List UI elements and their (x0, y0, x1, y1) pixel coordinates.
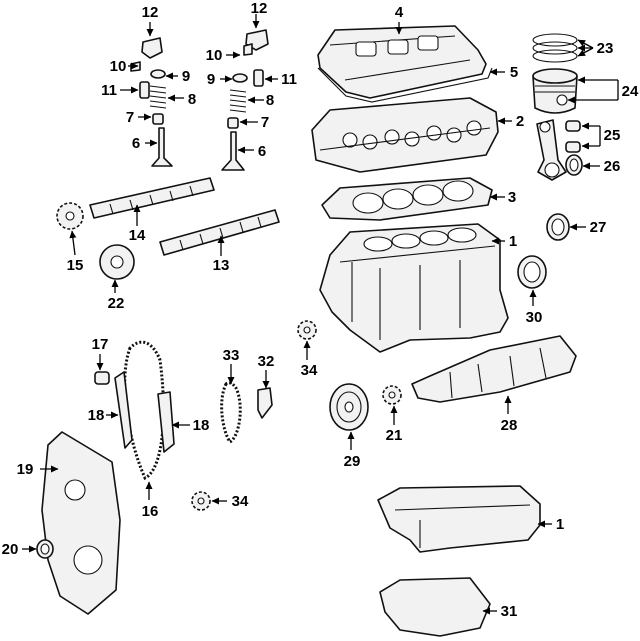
callout-7-left: 7 (126, 109, 134, 126)
lash-adjuster-left (139, 81, 150, 99)
spring-retainer-left (150, 69, 166, 79)
callout-3: 3 (508, 189, 516, 206)
callout-15: 15 (67, 257, 84, 274)
chain-tensioner (94, 371, 110, 385)
valve-spring-left (149, 85, 167, 109)
balancer-chain (220, 381, 242, 445)
piston-rings (532, 33, 578, 63)
callout-26: 26 (604, 158, 621, 175)
callout-33: 33 (223, 347, 240, 364)
callout-34-lower: 34 (232, 493, 249, 510)
vvt-actuator-gear (99, 244, 135, 280)
cylinder-head (311, 97, 499, 173)
callout-19: 19 (17, 461, 34, 478)
callout-32: 32 (258, 353, 275, 370)
rocker-arm-left (141, 37, 163, 59)
callout-17: 17 (92, 336, 109, 353)
engine-block (319, 223, 509, 353)
callout-9-right: 9 (207, 71, 215, 88)
callout-8-left: 8 (188, 91, 196, 108)
callout-1-block: 1 (509, 233, 517, 250)
callout-23: 23 (597, 40, 614, 57)
leader-lines (22, 14, 619, 615)
valve-seal-right (227, 117, 239, 129)
rear-main-seal (546, 213, 570, 241)
balancer-sprocket (191, 491, 211, 511)
callout-labels: 12 12 10 10 9 9 11 11 8 8 7 7 6 6 4 5 2 … (2, 0, 639, 620)
valve-keepers-right (243, 43, 253, 56)
crank-pulley (329, 383, 369, 431)
valve-spring-right (229, 89, 247, 113)
timing-cover-seal (36, 539, 54, 559)
callout-22: 22 (108, 295, 125, 312)
callout-5: 5 (510, 64, 518, 81)
callout-16: 16 (142, 503, 159, 520)
callout-7-right: 7 (261, 114, 269, 131)
callout-9-left: 9 (182, 68, 190, 85)
callout-27: 27 (590, 219, 607, 236)
valve-right (221, 131, 245, 171)
callout-14: 14 (129, 227, 146, 244)
rod-bearing-shell (565, 154, 583, 176)
callout-11-left: 11 (101, 82, 117, 99)
callout-31: 31 (501, 603, 518, 620)
callout-13: 13 (213, 257, 230, 274)
head-gasket (321, 177, 493, 221)
callout-2: 2 (516, 113, 524, 130)
rod-bearing-lower (565, 141, 581, 153)
connecting-rod (536, 119, 567, 181)
crank-sprocket (297, 320, 317, 340)
callout-4: 4 (395, 4, 404, 21)
piston (532, 68, 578, 114)
valve-cover (317, 25, 487, 99)
callout-12-right: 12 (251, 0, 268, 17)
callout-25: 25 (604, 127, 621, 144)
valve-cover-gasket (317, 67, 493, 103)
callout-8-right: 8 (266, 92, 274, 109)
camshaft-exhaust (89, 177, 215, 219)
callout-12-left: 12 (142, 4, 159, 21)
camshaft-sprocket (56, 202, 84, 230)
chain-guide-right (157, 391, 175, 453)
callout-24: 24 (622, 83, 639, 100)
camshaft-intake (159, 209, 280, 256)
callout-10-left: 10 (110, 58, 127, 75)
callout-20: 20 (2, 541, 19, 558)
timing-cover (41, 431, 121, 615)
valve-left (151, 127, 173, 167)
oil-pan-lower (379, 577, 491, 637)
callout-6-right: 6 (258, 143, 266, 160)
oil-pan-upper (377, 485, 541, 553)
spring-retainer-right (232, 73, 248, 83)
callout-11-right: 11 (281, 71, 297, 88)
balancer-tensioner (257, 387, 273, 419)
timing-chain (123, 340, 165, 481)
rod-bearing-upper (565, 120, 581, 132)
callout-30: 30 (526, 309, 543, 326)
callout-21: 21 (386, 427, 403, 444)
chain-guide-left (114, 371, 133, 449)
valve-seal-left (152, 113, 164, 125)
callout-18-right: 18 (193, 417, 210, 434)
callout-18-left: 18 (88, 407, 105, 424)
callout-1-oilpan: 1 (556, 516, 564, 533)
crankshaft (411, 335, 577, 403)
front-crank-seal (517, 255, 547, 289)
callout-34-upper: 34 (301, 362, 318, 379)
lash-adjuster-right (253, 69, 264, 87)
callout-6-left: 6 (132, 135, 140, 152)
crank-timing-gear (382, 385, 402, 405)
callout-28: 28 (501, 417, 518, 434)
callout-10-right: 10 (206, 47, 223, 64)
callout-29: 29 (344, 453, 361, 470)
